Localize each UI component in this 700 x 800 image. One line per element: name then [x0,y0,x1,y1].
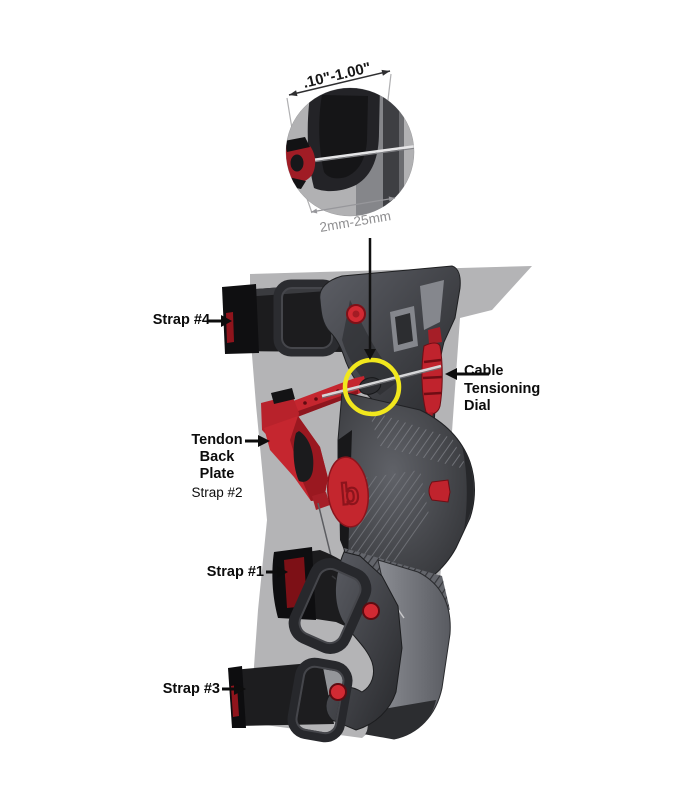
steel-cable [321,364,442,399]
callout-strap1: Strap #1 [206,564,264,580]
knee-shell: b [327,391,475,597]
callout-tendon-arrow [245,435,270,447]
callout-cable-dial-arrow [445,368,489,380]
connector-arrow [364,238,376,360]
strap1-frame-loop [288,558,372,654]
callout-cable-dial: Cable Tensioning Dial [464,363,540,416]
frame-rivet-mid [362,602,380,620]
highlight-circle [342,357,402,417]
knee-hinge-cover [327,456,369,528]
callout-strap4-arrow [207,315,232,327]
lower-frame [287,551,403,743]
callout-strap3-arrow [222,683,246,695]
callout-strap1-arrow [266,566,288,578]
magnifier-inset: .10"-1.00" 2mm-25mm [285,59,415,235]
callout-tendon-line2: Back [199,449,235,465]
callout-cable-dial-line3: Dial [464,398,491,414]
strap3-band [228,662,352,728]
inset-measure-inches: .10"-1.00" [301,59,372,92]
strap3-frame-loop [287,657,353,743]
frame-red-clip [428,479,451,503]
callout-tendon-line1: Tendon [191,432,243,448]
callout-strap3: Strap #3 [162,681,220,697]
callout-strap4: Strap #4 [152,312,210,328]
callout-tendon-line3: Plate [199,466,235,482]
callout-tendon-back-plate: Tendon Back Plate Strap #2 [184,432,250,501]
callout-tendon-sub: Strap #2 [191,485,243,500]
callout-cable-dial-line1: Cable [464,363,504,379]
brand-logo-b: b [339,477,360,511]
frame-rivet-bottom [329,683,347,701]
callout-cable-dial-line2: Tensioning [464,380,541,397]
